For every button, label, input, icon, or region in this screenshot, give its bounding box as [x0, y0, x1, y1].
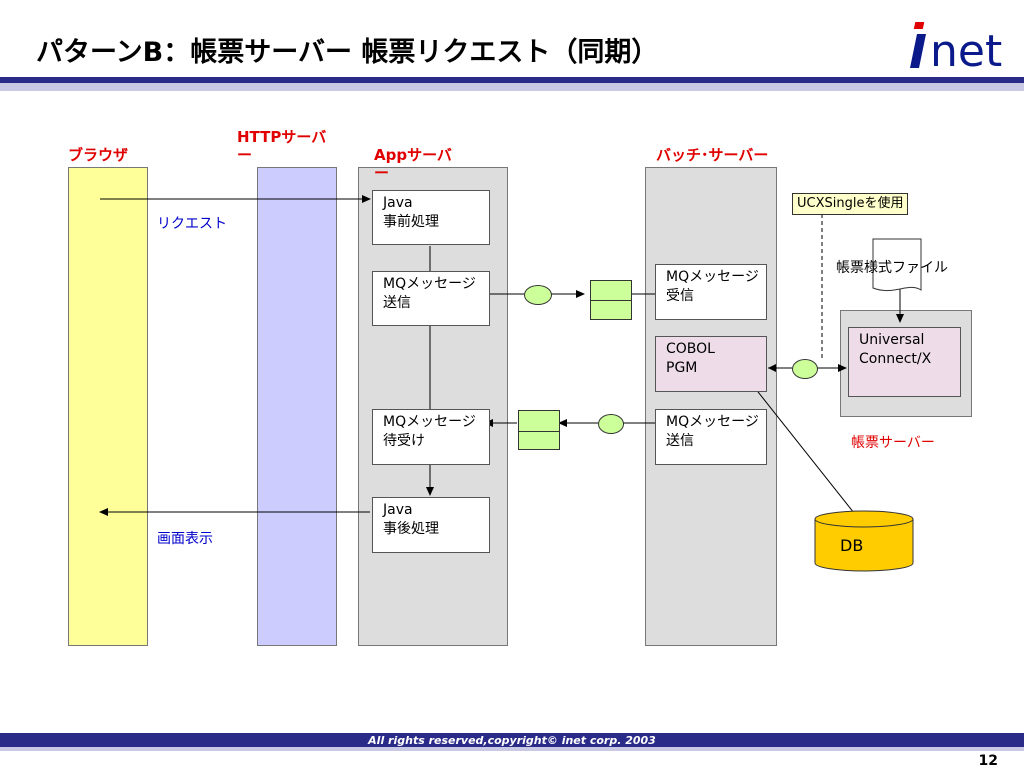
batch-server-lane-label: バッチ･サーバー — [656, 146, 769, 164]
java-pre-process-box: Java 事前処理 — [372, 190, 490, 245]
mq-channel-ellipse-reply — [598, 414, 624, 434]
mq-send-batch-box: MQメッセージ送信 — [655, 409, 767, 465]
db-to-cobol-arrow — [746, 377, 859, 519]
logo-wordmark: net — [930, 26, 1003, 77]
http-server-lane — [257, 167, 337, 646]
screen-display-label: 画面表示 — [157, 531, 213, 547]
page-number: 12 — [978, 753, 998, 769]
mq-channel-ellipse-send — [524, 285, 552, 305]
java-post-process-box: Java 事後処理 — [372, 497, 490, 553]
footer-bar — [0, 733, 1024, 747]
queue-divider — [519, 431, 559, 432]
cobol-pgm-box: COBOL PGM — [655, 336, 767, 392]
channel-ellipse-universal — [792, 359, 818, 379]
app-server-lane-label: Appサーバー — [374, 146, 452, 182]
form-server-label: 帳票サーバー — [851, 435, 935, 451]
database-label: DB — [840, 536, 864, 555]
message-queue-reply — [518, 410, 560, 450]
page-title: パターンB：帳票サーバー 帳票リクエスト（同期） — [36, 37, 659, 68]
browser-lane — [68, 167, 148, 646]
inet-logo — [905, 14, 1015, 74]
queue-divider — [591, 300, 631, 301]
form-file-label: 帳票様式ファイル — [836, 260, 948, 276]
mq-receive-box: MQメッセージ受信 — [655, 264, 767, 320]
footer-bar-light — [0, 747, 1024, 751]
message-queue-send — [590, 280, 632, 320]
app-server-lane — [358, 167, 508, 646]
browser-lane-label: ブラウザ — [68, 146, 129, 164]
universal-connect-box: Universal Connect/X — [848, 327, 961, 397]
mq-send-app-box: MQメッセージ送信 — [372, 271, 490, 326]
request-label: リクエスト — [157, 216, 227, 232]
mq-wait-box: MQメッセージ待受け — [372, 409, 490, 465]
copyright-text: All rights reserved,copyright© inet corp… — [368, 734, 656, 747]
logo-i-icon — [910, 22, 926, 68]
batch-server-lane — [645, 167, 777, 646]
form-file-document-icon — [872, 238, 922, 292]
ucx-single-note: UCXSingleを使用 — [792, 193, 909, 215]
http-server-lane-label: HTTPサーバー — [237, 128, 327, 164]
header-rule-dark — [0, 77, 1024, 83]
database-icon — [814, 510, 914, 572]
header-rule-light — [0, 83, 1024, 91]
